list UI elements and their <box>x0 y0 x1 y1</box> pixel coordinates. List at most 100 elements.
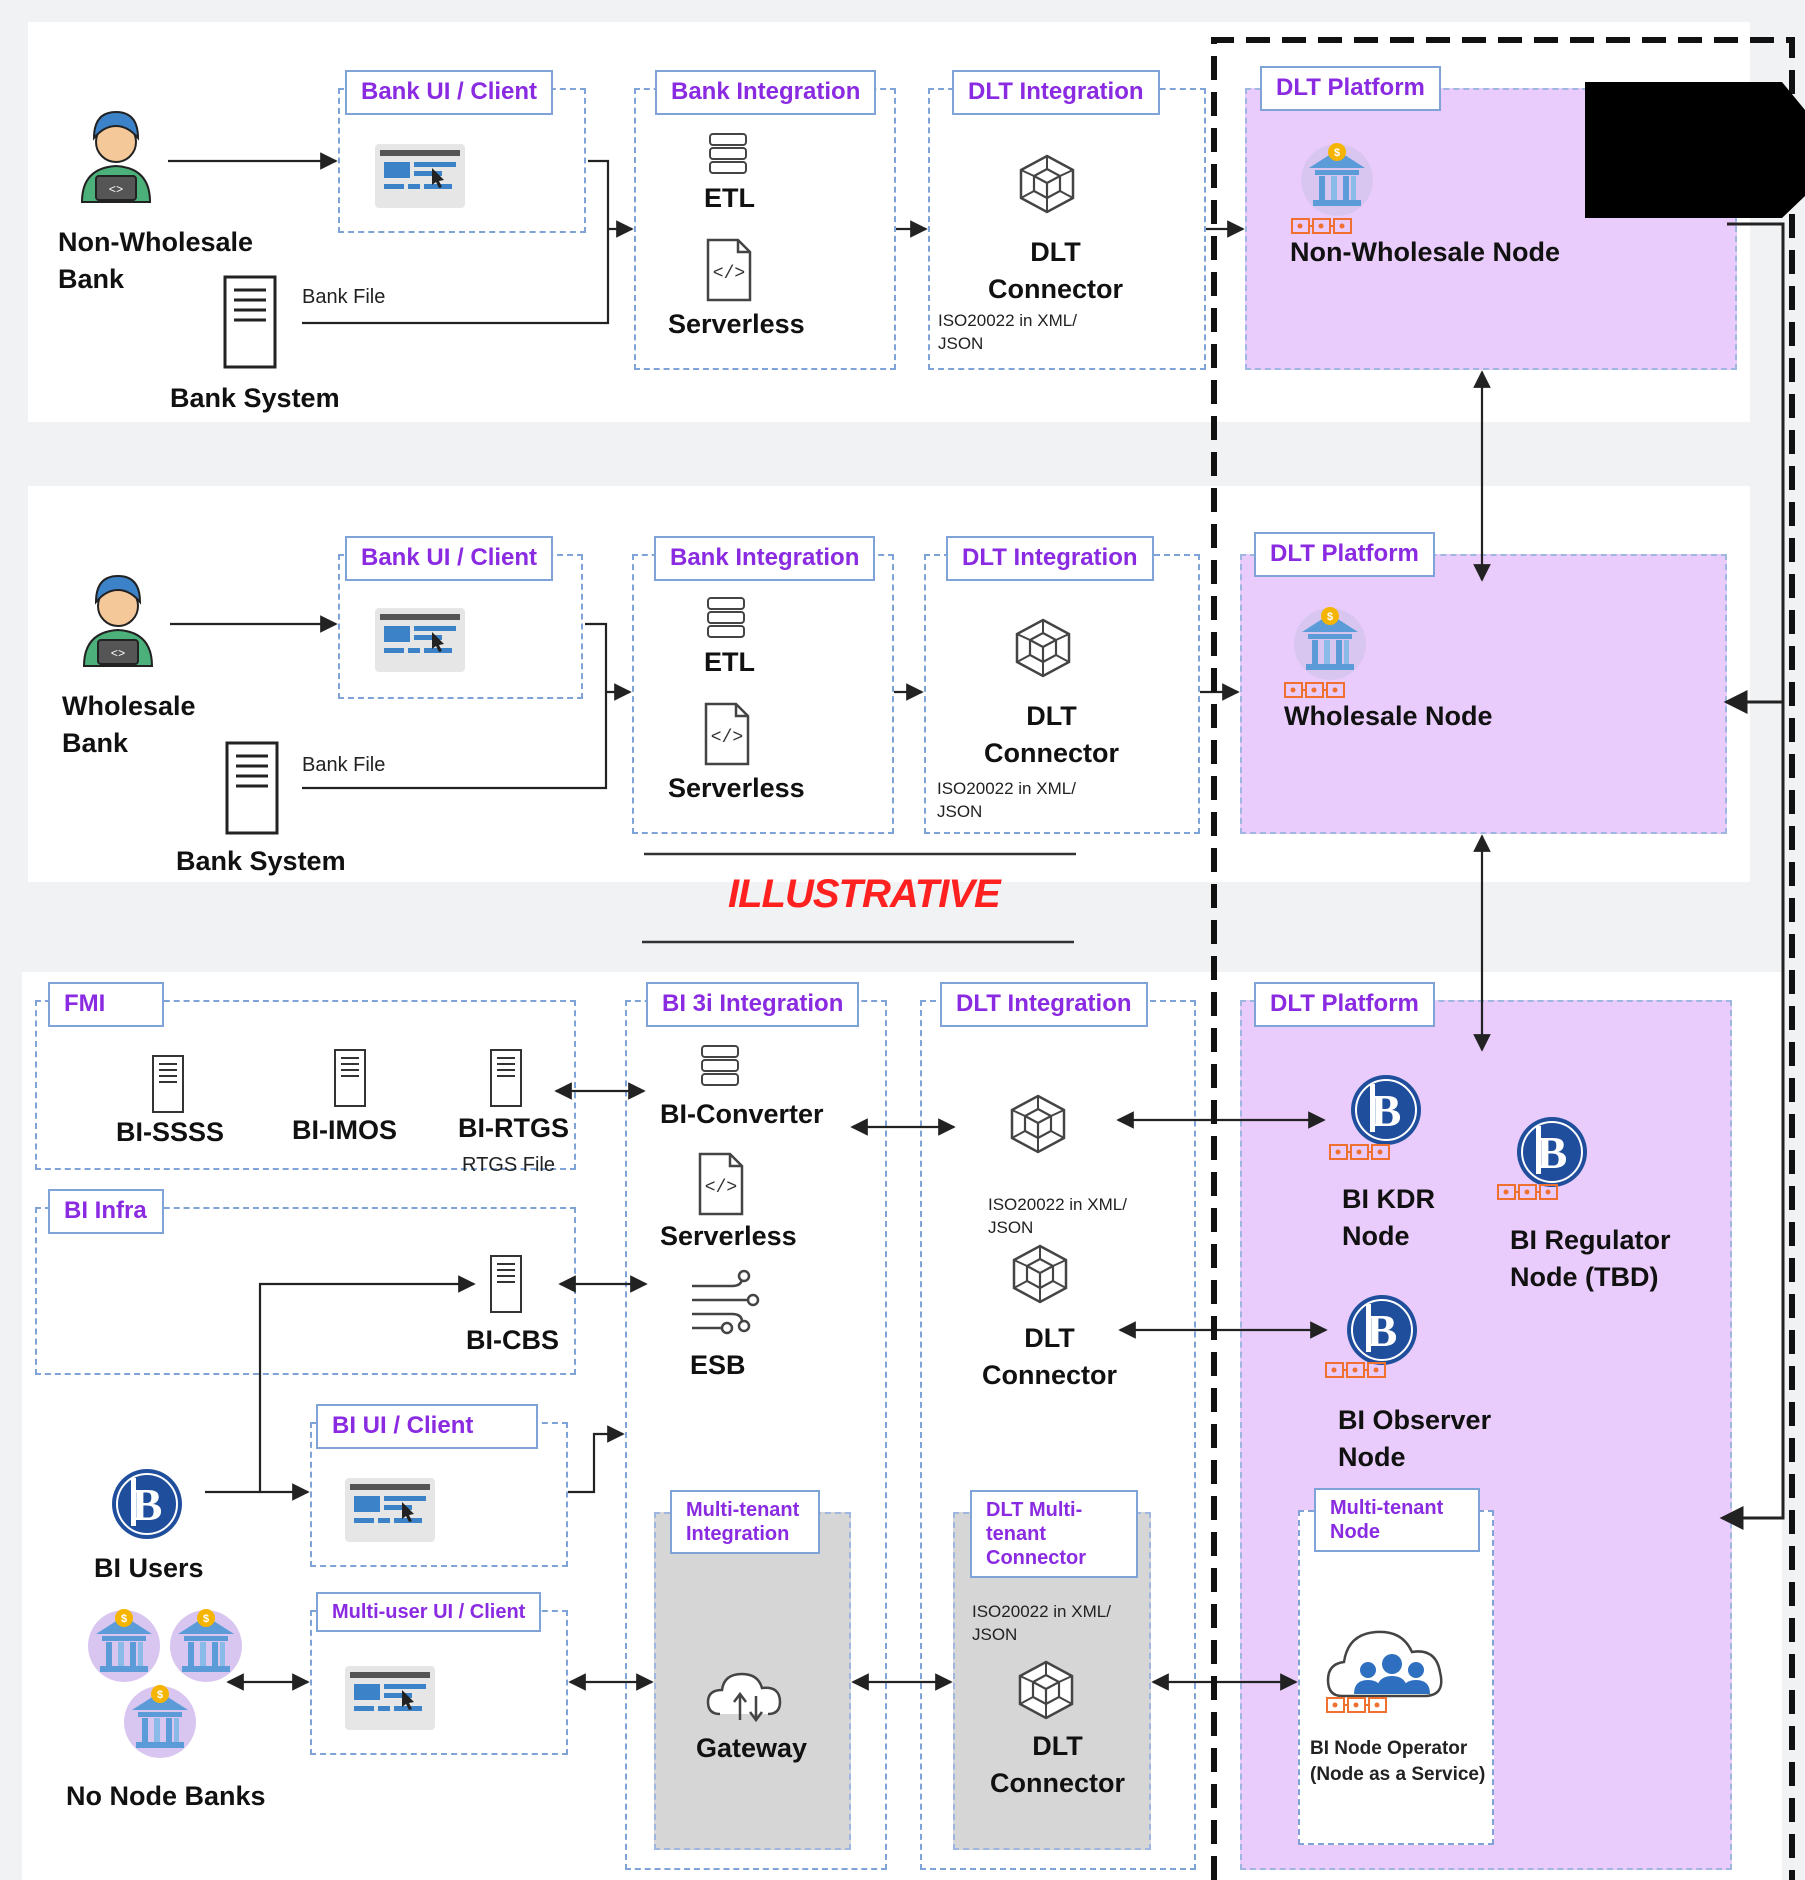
serverless-label-2: Serverless <box>668 773 805 803</box>
bank-system-label-1: Bank System <box>170 383 340 413</box>
bank-ui-tag-1: Bank UI / Client <box>345 70 554 115</box>
ui-screen-icon-1 <box>375 144 465 208</box>
serverless-label-3: Serverless <box>660 1221 797 1251</box>
dlt-integration-tag-3: DLT Integration <box>940 982 1148 1027</box>
bank-ui-tag-2: Bank UI / Client <box>345 536 554 581</box>
bi3i-integration-tag: BI 3i Integration <box>646 982 860 1027</box>
bi-kdr-logo-icon <box>1350 1074 1422 1146</box>
connector-lines <box>168 152 1785 1691</box>
serverless-icon-2 <box>704 702 750 766</box>
serverless-icon-3 <box>698 1152 744 1216</box>
chain-icon-operator <box>1326 1697 1387 1713</box>
multitenant-node-tag: Multi-tenant Node <box>1314 1488 1480 1552</box>
dlt-platform-tag-1: DLT Platform <box>1260 66 1441 111</box>
dlt-scope-outline <box>1211 37 1795 1880</box>
iso-note-2: ISO20022 in XML/ JSON <box>937 779 1076 821</box>
wholesale-node-label: Wholesale Node <box>1284 701 1493 731</box>
dlt-integration-box-1 <box>928 88 1206 370</box>
serverless-icon-1 <box>706 238 752 302</box>
dlt-integration-box-2 <box>924 554 1200 834</box>
esb-icon <box>692 1269 760 1335</box>
dlt-connector-icon-3 <box>1010 1094 1066 1154</box>
person-icon-wholesale <box>83 575 153 667</box>
bank-file-label-1: Bank File <box>302 286 386 308</box>
chain-icon-regulator <box>1497 1184 1558 1200</box>
dlt-connector-icon-2 <box>1015 618 1071 678</box>
dlt-connector-label-1: DLT Connector <box>988 237 1123 305</box>
no-node-bank-icon-2 <box>170 1609 242 1682</box>
iso-note-4: ISO20022 in XML/ JSON <box>972 1602 1111 1644</box>
bank-file-label-2: Bank File <box>302 754 386 776</box>
dlt-integration-tag-2: DLT Integration <box>946 536 1154 581</box>
bi-converter-icon <box>701 1045 739 1086</box>
bi-rtgs-server-icon <box>490 1049 522 1107</box>
dlt-integration-tag-1: DLT Integration <box>952 70 1160 115</box>
bi-cbs-server-icon <box>490 1255 522 1313</box>
chain-icon-kdr <box>1329 1144 1390 1160</box>
bi-regulator-node-label: BI Regulator Node (TBD) <box>1510 1225 1671 1293</box>
dlt-connector-label-3: DLT Connector <box>982 1323 1117 1391</box>
bi-regulator-logo-icon <box>1516 1116 1588 1188</box>
bi-kdr-node-label: BI KDR Node <box>1342 1184 1435 1252</box>
multitenant-integration-tag: Multi-tenant Integration <box>670 1490 820 1554</box>
dlt-connector-icon-5 <box>1018 1660 1074 1720</box>
bi-observer-logo-icon <box>1346 1294 1418 1366</box>
bi-rtgs-label: BI-RTGS <box>458 1113 569 1143</box>
no-node-bank-icon-1 <box>88 1609 160 1682</box>
iso-note-3: ISO20022 in XML/ JSON <box>988 1195 1127 1237</box>
dlt-platform-tag-2: DLT Platform <box>1254 532 1435 577</box>
node-operator-cloud-icon <box>1326 1630 1443 1698</box>
bi-observer-node-label: BI Observer Node <box>1338 1405 1492 1473</box>
gateway-cloud-icon <box>706 1672 782 1723</box>
ui-screen-icon-2 <box>375 608 465 672</box>
multi-user-ui-tag: Multi-user UI / Client <box>316 1592 542 1632</box>
no-node-bank-icon-3 <box>124 1685 196 1758</box>
redaction-block <box>1585 82 1805 218</box>
etl-label-2: ETL <box>704 647 755 677</box>
serverless-label-1: Serverless <box>668 309 805 339</box>
bi-ui-tag: BI UI / Client <box>316 1404 538 1449</box>
bi-cbs-label: BI-CBS <box>466 1325 559 1355</box>
illustrative-label: ILLUSTRATIVE <box>728 872 1001 916</box>
fmi-tag: FMI <box>48 982 164 1027</box>
esb-label: ESB <box>690 1350 746 1380</box>
non-wholesale-node-label: Non-Wholesale Node <box>1290 237 1561 267</box>
person-icon-non-wholesale <box>81 111 151 203</box>
dlt-platform-tag-3: DLT Platform <box>1254 982 1435 1027</box>
dlt-connector-icon-4 <box>1012 1244 1068 1304</box>
bi-infra-tag: BI Infra <box>48 1189 164 1234</box>
dlt-connector-label-2: DLT Connector <box>984 701 1119 769</box>
fmi-box <box>35 1000 576 1170</box>
etl-label-1: ETL <box>704 183 755 213</box>
bank-integration-box-1 <box>634 88 896 370</box>
gateway-label: Gateway <box>696 1733 808 1763</box>
bi-ssss-label: BI-SSSS <box>116 1117 225 1147</box>
bi-ssss-server-icon <box>152 1055 184 1113</box>
no-node-banks-label: No Node Banks <box>66 1781 266 1811</box>
dlt-connector-label-4: DLT Connector <box>990 1731 1125 1799</box>
chain-icon-2 <box>1284 682 1345 698</box>
iso-note-1: ISO20022 in XML/ JSON <box>938 311 1077 353</box>
bi-users-logo-icon <box>111 1468 183 1540</box>
bi-users-label: BI Users <box>94 1553 204 1583</box>
bank-system-icon-2 <box>225 741 279 835</box>
etl-icon-1 <box>709 133 747 174</box>
bi-imos-server-icon <box>334 1049 366 1107</box>
chain-icon-observer <box>1325 1362 1386 1378</box>
bank-integration-tag-1: Bank Integration <box>655 70 877 115</box>
bank-node-icon-2 <box>1294 607 1366 680</box>
bi-imos-label: BI-IMOS <box>292 1115 397 1145</box>
ui-screen-icon-3 <box>345 1478 435 1542</box>
dlt-multitenant-tag: DLT Multi- tenant Connector <box>970 1490 1138 1578</box>
chain-icon-1 <box>1291 218 1352 234</box>
bank-system-icon-1 <box>223 275 277 369</box>
bank-system-label-2: Bank System <box>176 846 346 876</box>
rtgs-file-label: RTGS File <box>462 1154 555 1176</box>
bank-integration-tag-2: Bank Integration <box>654 536 876 581</box>
ui-screen-icon-4 <box>345 1666 435 1730</box>
dlt-connector-icon-1 <box>1019 154 1075 214</box>
bank-node-icon-1 <box>1301 143 1373 216</box>
bi-infra-box <box>35 1207 576 1375</box>
